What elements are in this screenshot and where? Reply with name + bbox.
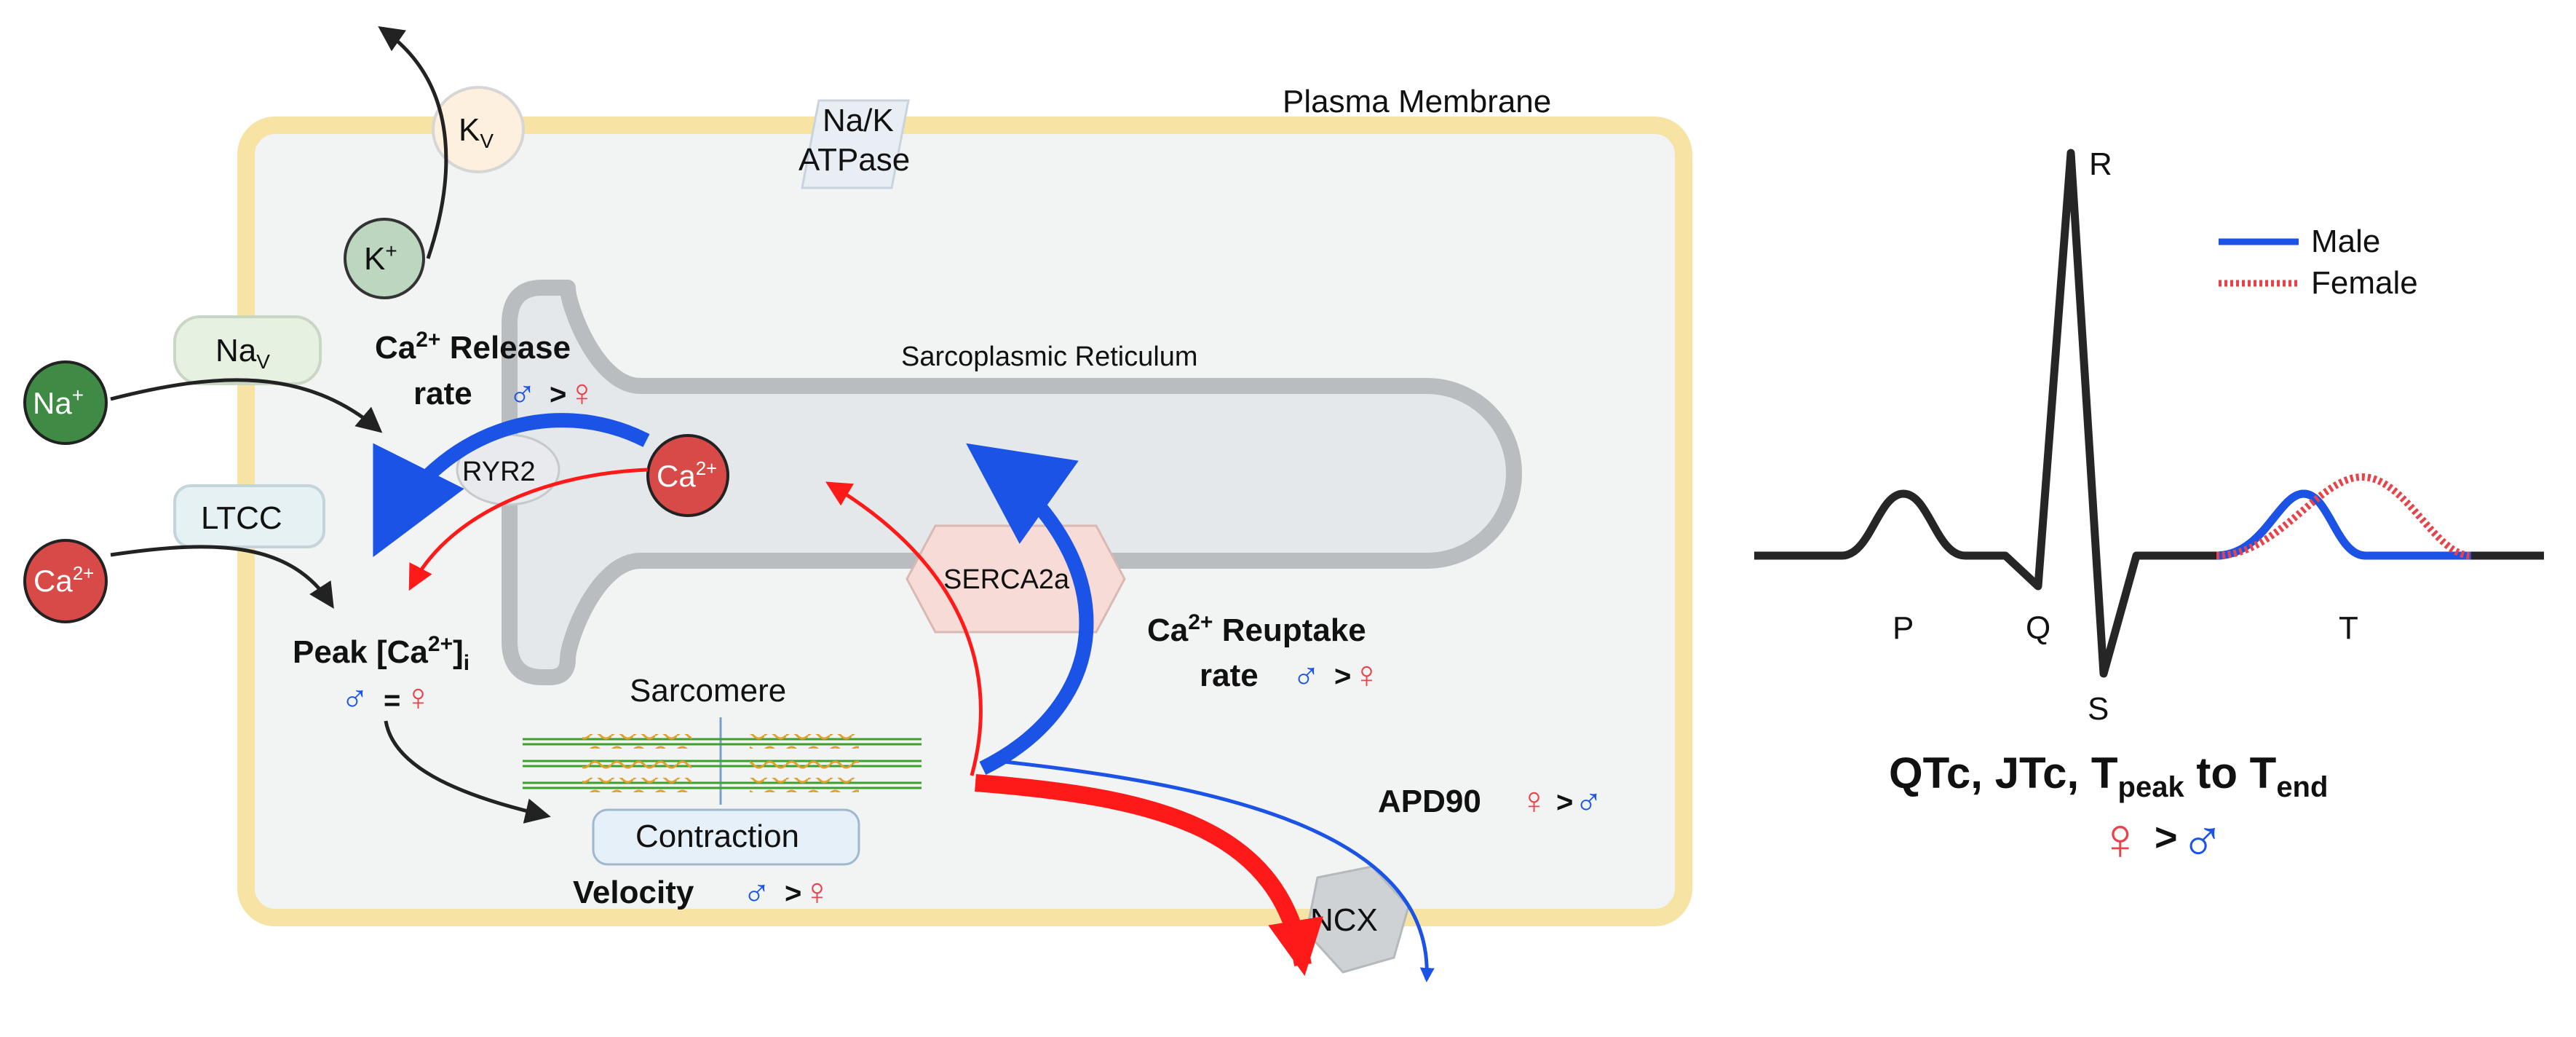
peak-to-contraction-arrow	[384, 720, 551, 824]
svg-text:rate: rate	[413, 376, 472, 411]
nav-label: NaV	[215, 333, 270, 373]
male-symbol: ♂	[508, 372, 536, 414]
contraction-label: Contraction	[635, 819, 799, 854]
nav-channel	[173, 315, 322, 385]
svg-text:QTc, JTc, Tpeak to Tend: QTc, JTc, Tpeak to Tend	[1889, 749, 2328, 803]
release-rate-annotation: Ca2+ Release rate ♂ > ♀	[375, 328, 596, 414]
operator-gt: >	[1556, 786, 1573, 819]
svg-text:Ca2+ Reuptake: Ca2+ Reuptake	[1147, 610, 1366, 648]
svg-text:Peak [Ca2+]i: Peak [Ca2+]i	[293, 632, 469, 675]
ecg-t-label: T	[2339, 610, 2358, 646]
ecg-s-label: S	[2088, 691, 2109, 727]
sarcomere	[523, 717, 922, 805]
male-symbol: ♂	[742, 871, 771, 913]
ecg-legend: Male Female	[2219, 224, 2418, 301]
female-symbol: ♀	[1352, 654, 1381, 696]
ecg-male-t-wave	[2216, 489, 2471, 560]
female-symbol: ♀	[404, 677, 432, 719]
ncx-label: NCX	[1310, 902, 1378, 938]
ca-ion-sr	[646, 434, 729, 517]
female-symbol: ♀	[1520, 780, 1548, 822]
k-ion-label: K+	[364, 240, 397, 277]
velocity-annotation: Velocity ♂ > ♀	[573, 871, 831, 913]
ecg-female-t-wave	[2216, 473, 2472, 559]
ryr2-label: RYR2	[462, 457, 536, 487]
plasma-membrane-label: Plasma Membrane	[1283, 84, 1551, 119]
operator-eq: =	[384, 685, 400, 717]
ca-ion-extracellular	[23, 539, 108, 623]
ca-ion-extracellular-label: Ca2+	[33, 562, 94, 598]
ca-ion-sr-label: Ca2+	[657, 457, 717, 493]
svg-text:APD90: APD90	[1378, 784, 1481, 819]
ecg-q-label: Q	[2026, 610, 2050, 646]
sarcomere-label: Sarcomere	[630, 673, 786, 709]
operator-gt: >	[550, 379, 566, 411]
nak-atpase: Na/K ATPase	[798, 99, 910, 189]
ecg-p-label: P	[1893, 610, 1914, 646]
ltcc-label: LTCC	[201, 500, 282, 536]
peak-calcium-annotation: Peak [Ca2+]i ♂ = ♀	[293, 632, 469, 719]
reuptake-rate-annotation: Ca2+ Reuptake rate ♂ > ♀	[1147, 610, 1381, 696]
svg-text:Ca2+ Release: Ca2+ Release	[375, 328, 571, 366]
serca2a-label: SERCA2a	[943, 564, 1070, 595]
contraction-box	[592, 808, 860, 866]
reuptake-arrow-female	[825, 481, 983, 776]
k-ion	[344, 218, 425, 299]
ecg-trace	[1754, 149, 2544, 678]
operator-gt: >	[785, 878, 801, 910]
female-symbol: ♀	[2098, 806, 2143, 872]
na-ion-label: Na+	[33, 384, 84, 420]
operator-gt: >	[2155, 816, 2178, 859]
ca-influx-arrow	[110, 545, 334, 609]
legend-male-label: Male	[2311, 224, 2380, 259]
qt-annotation: QTc, JTc, Tpeak to Tend ♀ > ♂	[1889, 749, 2328, 872]
ecg-r-label: R	[2089, 146, 2112, 182]
release-arrow-male	[373, 413, 650, 558]
nak-label-line1: Na/K	[823, 103, 894, 138]
sr-label: Sarcoplasmic Reticulum	[901, 342, 1198, 372]
ecg-male-trace	[1754, 149, 2544, 678]
nak-label-line2: ATPase	[798, 142, 910, 178]
apd90-annotation: APD90 ♀ > ♂	[1378, 780, 1603, 822]
ncx-arrow-male	[996, 759, 1435, 982]
svg-text:Velocity: Velocity	[573, 875, 694, 910]
female-symbol: ♀	[568, 372, 596, 414]
reuptake-arrow-male	[966, 443, 1094, 775]
ncx-arrow-female	[975, 774, 1324, 977]
k-efflux-arrow	[378, 25, 448, 259]
operator-gt: >	[1334, 661, 1351, 693]
na-influx-arrow	[110, 378, 383, 433]
legend-female-label: Female	[2311, 265, 2418, 301]
kv-label: KV	[459, 112, 494, 152]
male-symbol: ♂	[1574, 780, 1603, 822]
male-symbol: ♂	[341, 677, 369, 719]
male-symbol: ♂	[2180, 806, 2225, 872]
ltcc-channel	[173, 484, 325, 548]
svg-text:rate: rate	[1200, 658, 1259, 693]
na-ion	[23, 360, 108, 445]
female-symbol: ♀	[803, 871, 831, 913]
kv-channel	[432, 86, 525, 173]
male-symbol: ♂	[1292, 654, 1320, 696]
release-arrow-female	[408, 468, 649, 591]
